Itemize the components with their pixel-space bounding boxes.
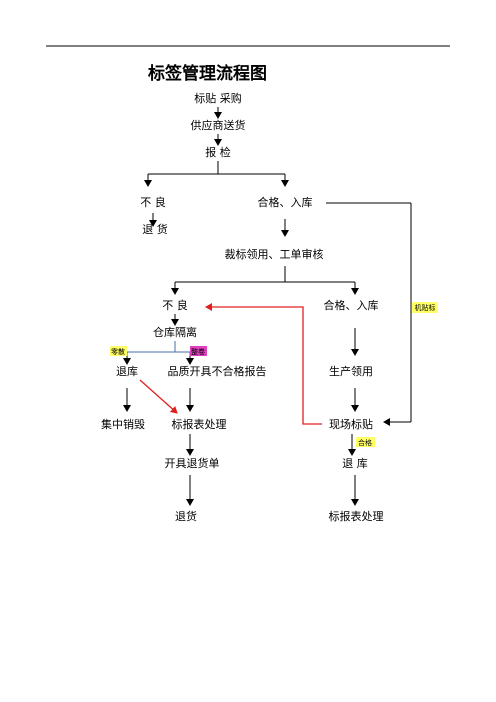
tag-machine: 机贴标 <box>415 303 436 312</box>
node-return1: 退 货 <box>142 222 168 236</box>
tag-bulk: 整卷 <box>191 347 205 356</box>
tag-qualified: 合格 <box>358 438 372 447</box>
tag-bulk-bg <box>190 346 207 356</box>
node-onsite: 现场标贴 <box>329 417 373 431</box>
tag-qualified-bg <box>356 437 375 447</box>
arrow-red-onsite-reject2 <box>205 303 322 425</box>
node-purchase: 标贴 采购 <box>194 91 242 105</box>
node-inspect: 报 检 <box>205 145 231 159</box>
node-pass1: 合格、入库 <box>258 195 313 209</box>
node-supplier: 供应商送货 <box>191 118 246 132</box>
node-return-stock2: 退 库 <box>342 457 368 470</box>
node-reject1: 不 良 <box>140 195 166 209</box>
node-return-stock: 退库 <box>116 365 138 378</box>
node-report1: 标报表处理 <box>172 417 227 431</box>
node-qa-report: 品质开具不合格报告 <box>168 364 267 378</box>
node-reject2: 不 良 <box>162 298 188 312</box>
tag-machine-bg <box>412 302 438 313</box>
node-return-note: 开具退货单 <box>165 456 220 470</box>
arrow-red-return-stock-report <box>139 379 178 414</box>
node-cut: 裁标领用、工单审核 <box>225 247 324 261</box>
node-production: 生产领用 <box>329 364 373 378</box>
diagram-title: 标签管理流程图 <box>148 63 267 84</box>
node-pass2: 合格、入库 <box>324 298 379 312</box>
node-destroy: 集中销毁 <box>101 417 145 431</box>
node-isolate: 仓库隔离 <box>153 325 197 339</box>
tag-scattered-bg <box>110 346 127 356</box>
node-report2: 标报表处理 <box>329 509 384 523</box>
tag-scattered: 零散 <box>111 347 125 356</box>
node-return2: 退货 <box>175 509 197 523</box>
